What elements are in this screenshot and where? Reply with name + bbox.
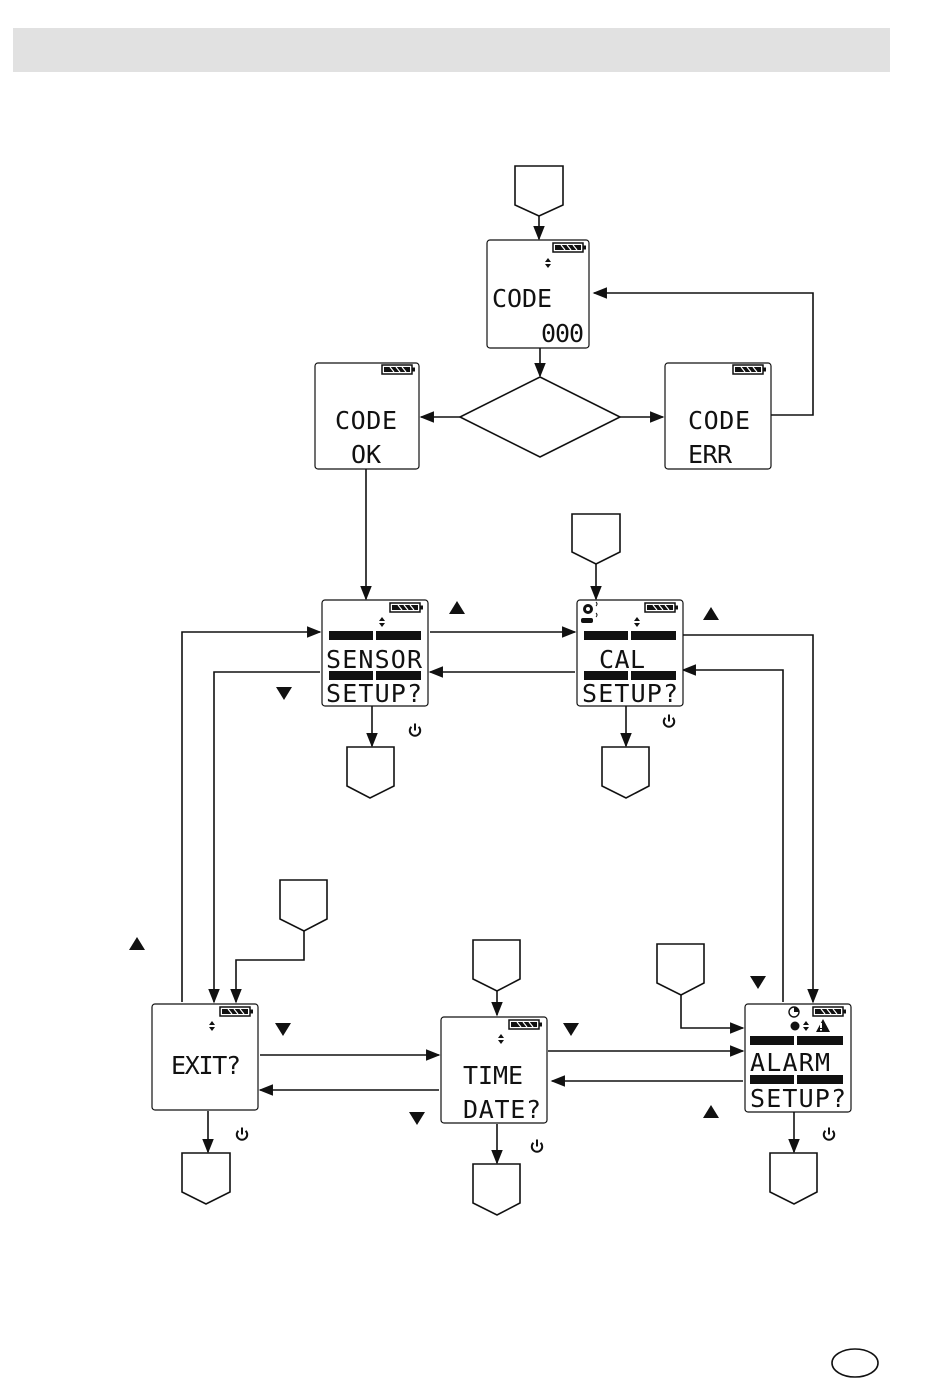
- screen-cal-setup: CAL SETUP?: [577, 600, 683, 708]
- screen-line1: CAL: [599, 645, 645, 674]
- connector-alarm-in: [657, 944, 704, 995]
- screen-line2: DATE?: [463, 1095, 541, 1124]
- up-arrow-icon: [703, 1105, 719, 1118]
- down-arrow-icon: [563, 1023, 579, 1036]
- power-icon: [664, 715, 674, 727]
- screen-sensor-setup: SENSOR SETUP?: [322, 600, 428, 708]
- screen-line1: TIME: [463, 1061, 523, 1090]
- page-badge: [832, 1349, 878, 1377]
- screen-line1: ALARM: [750, 1048, 830, 1077]
- screen-line2: OK: [351, 440, 381, 469]
- decision-diamond: [460, 377, 620, 457]
- screen-line1: CODE: [492, 284, 552, 313]
- power-icon: [824, 1128, 834, 1140]
- screen-alarm-setup: ALARM SETUP?: [745, 1004, 851, 1113]
- down-arrow-icon: [276, 687, 292, 700]
- status-dot-icon: [791, 1022, 800, 1031]
- screen-line2: ERR: [688, 440, 733, 469]
- connector-sensor-out: [347, 747, 394, 798]
- screen-line2: SETUP?: [326, 679, 422, 708]
- screen-code-err: CODE ERR: [665, 363, 771, 469]
- screen-line2: SETUP?: [750, 1084, 846, 1113]
- screen-line1: CODE: [688, 406, 750, 435]
- connector-cal-out: [602, 747, 649, 798]
- screen-line1: CODE: [335, 406, 397, 435]
- up-arrow-icon: [449, 601, 465, 614]
- up-arrow-icon: [129, 937, 145, 950]
- connector-time-in: [473, 940, 520, 991]
- down-arrow-icon: [750, 976, 766, 989]
- screen-exit: EXIT?: [152, 1004, 258, 1110]
- header-band: [13, 28, 890, 72]
- power-icon: [237, 1128, 247, 1140]
- down-arrow-icon: [409, 1112, 425, 1125]
- connector-exit-in: [280, 880, 327, 931]
- screen-code-entry: CODE 000: [487, 240, 589, 348]
- screen-line2: 000: [541, 319, 584, 348]
- power-icon: [532, 1140, 542, 1152]
- screen-line1: EXIT?: [171, 1051, 245, 1080]
- screen-line1: SENSOR: [326, 645, 423, 674]
- connector-top: [515, 166, 563, 216]
- power-icon: [410, 724, 420, 736]
- screen-time-date: TIME DATE?: [441, 1017, 547, 1124]
- connector-time-out: [473, 1164, 520, 1215]
- screen-code-ok: CODE OK: [315, 363, 419, 469]
- connector-cal: [572, 514, 620, 564]
- connector-alarm-out: [770, 1153, 817, 1204]
- down-arrow-icon: [275, 1023, 291, 1036]
- connector-exit-out: [182, 1153, 230, 1204]
- up-arrow-icon: [703, 607, 719, 620]
- screen-line2: SETUP?: [582, 679, 678, 708]
